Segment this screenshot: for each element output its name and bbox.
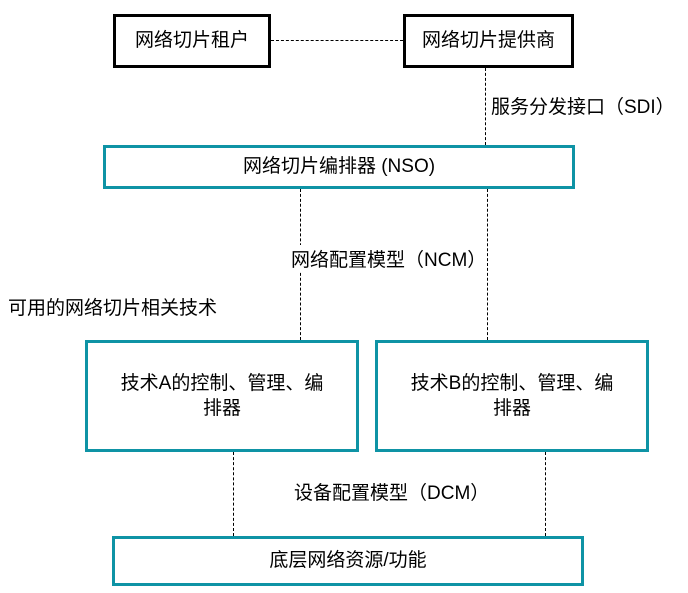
connector-nso-tech-b (487, 189, 488, 340)
node-network-slice-orchestrator: 网络切片编排器 (NSO) (103, 145, 575, 189)
connector-provider-nso (485, 68, 486, 145)
node-label: 技术A的控制、管理、编排器 (120, 372, 324, 419)
edge-label-sdi: 服务分发接口（SDI） (491, 92, 675, 119)
node-tech-a-controller: 技术A的控制、管理、编排器 (85, 340, 359, 452)
connector-tenant-provider (271, 40, 403, 41)
connector-tech-a-resources (233, 452, 234, 536)
annotation-available-technologies: 可用的网络切片相关技术 (8, 293, 218, 320)
connector-tech-b-resources (545, 452, 546, 536)
node-label: 网络切片租户 (134, 30, 249, 52)
node-label: 底层网络资源/功能 (269, 550, 427, 572)
node-label: 技术B的控制、管理、编排器 (410, 372, 614, 419)
node-label: 网络切片编排器 (NSO) (242, 156, 436, 178)
node-tech-b-controller: 技术B的控制、管理、编排器 (375, 340, 649, 452)
node-label: 网络切片提供商 (421, 30, 555, 52)
edge-label-ncm: 网络配置模型（NCM） (291, 245, 487, 272)
node-underlying-network-resources: 底层网络资源/功能 (112, 536, 584, 586)
node-network-slice-tenant: 网络切片租户 (113, 14, 271, 68)
edge-label-dcm: 设备配置模型（DCM） (294, 478, 490, 505)
node-network-slice-provider: 网络切片提供商 (403, 14, 574, 68)
